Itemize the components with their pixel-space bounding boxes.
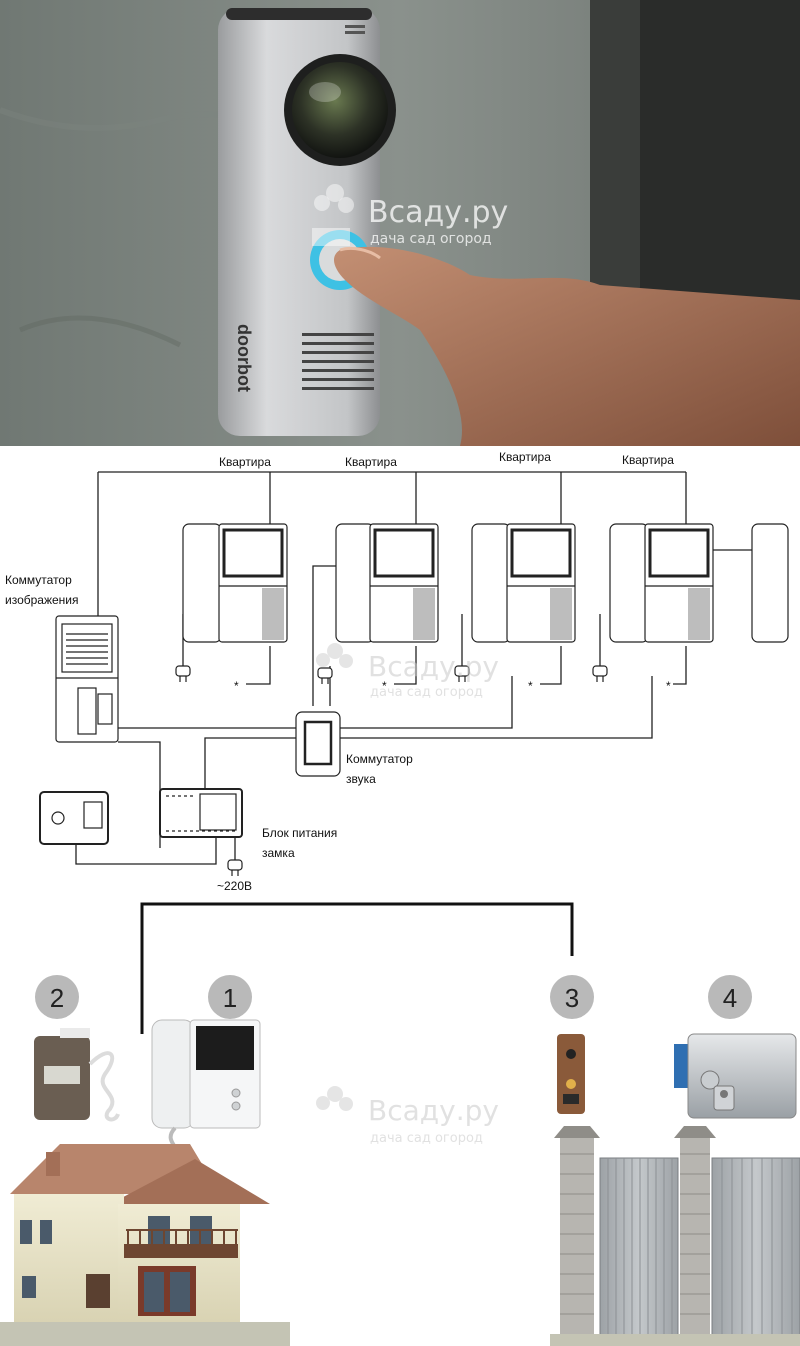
electric-lock: [39, 791, 109, 845]
watermark-name: Всаду.ру: [368, 195, 508, 230]
watermark-logo-icon: [316, 1086, 353, 1111]
watermark-name: Всаду.ру: [368, 650, 499, 683]
electric-lock-photo: [674, 1033, 797, 1119]
gate: [550, 1126, 800, 1346]
mains-voltage-label: ~220В: [217, 879, 252, 893]
apartment-monitor-4: [609, 523, 714, 643]
apartment-monitor-2: [335, 523, 439, 643]
plug-icon: [592, 665, 608, 682]
power-unit-box: [159, 788, 243, 838]
svg-text:3: 3: [565, 983, 579, 1013]
power-adapter: [34, 1028, 120, 1122]
watermark-tagline: дача сад огород: [370, 1131, 483, 1146]
doorbell-photo-graphic: doorbot Всаду.ру дача сад огород: [0, 0, 800, 446]
number-badge-4: 4: [708, 975, 752, 1019]
doorbell-photo: doorbot Всаду.ру дача сад огород: [0, 0, 800, 446]
plug-icon: [175, 665, 191, 682]
plug-icon: [454, 665, 470, 682]
image-switch-label-line1: Коммутатор: [5, 573, 72, 587]
sound-switch-label-line2: звука: [346, 772, 376, 786]
power-unit-label-line2: замка: [262, 846, 295, 860]
svg-text:4: 4: [723, 983, 737, 1013]
plug-icon: [317, 667, 333, 684]
apartment-label-1: Квартира: [219, 455, 271, 469]
watermark-logo-icon: [316, 643, 353, 668]
connecting-cable: [140, 902, 574, 1034]
svg-text:2: 2: [50, 983, 64, 1013]
star-mark: *: [234, 679, 239, 693]
watermark-name: Всаду.ру: [368, 1094, 499, 1127]
hand: [333, 246, 800, 446]
watermark-tagline: дача сад огород: [370, 231, 492, 247]
watermark-tagline: дача сад огород: [370, 685, 483, 700]
apartment-label-4: Квартира: [622, 453, 674, 467]
installation-scheme-graphic: 1 2 3 4: [0, 902, 800, 1346]
sound-switch-box: [295, 711, 341, 777]
extra-handset: [751, 523, 789, 643]
wiring-diagram-graphic: Квартира Квартира Квартира Квартира: [5, 450, 789, 893]
plug-icon: [227, 859, 243, 876]
apartment-monitor-1: [182, 523, 288, 643]
number-badge-1: 1: [208, 975, 252, 1019]
power-unit-label-line1: Блок питания: [262, 826, 337, 840]
star-mark: *: [666, 679, 671, 693]
star-mark: *: [528, 679, 533, 693]
number-badge-3: 3: [550, 975, 594, 1019]
svg-text:1: 1: [223, 983, 237, 1013]
sound-switch-label-line1: Коммутатор: [346, 752, 413, 766]
apartment-label-2: Квартира: [345, 455, 397, 469]
watermark-logo-icon: [312, 184, 354, 246]
outdoor-call-panel: [557, 1034, 585, 1114]
indoor-monitor: [151, 1019, 261, 1190]
device-brand: doorbot: [234, 324, 254, 392]
image-switch-label-line2: изображения: [5, 593, 79, 607]
star-mark: *: [382, 679, 387, 693]
house: [0, 1144, 290, 1346]
speaker-grille-icon: [302, 333, 374, 390]
outdoor-panel: [55, 615, 119, 743]
apartment-label-3: Квартира: [499, 450, 551, 464]
number-badge-2: 2: [35, 975, 79, 1019]
wiring-diagram: Квартира Квартира Квартира Квартира: [0, 446, 800, 894]
installation-scheme: 1 2 3 4: [0, 894, 800, 1346]
apartment-monitor-3: [471, 523, 576, 643]
